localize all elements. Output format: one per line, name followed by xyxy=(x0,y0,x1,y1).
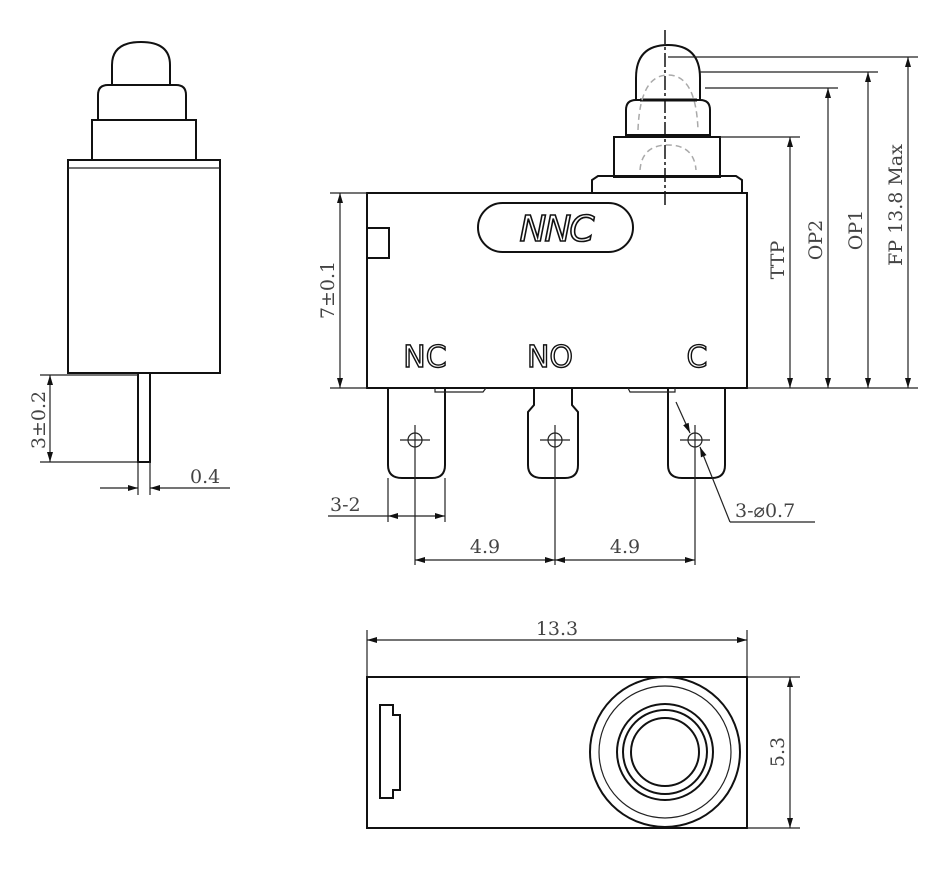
terminal-label-c: C xyxy=(687,340,708,375)
fp-dim: FP 13.8 Max xyxy=(885,144,907,266)
top-view: 13.3 5.3 xyxy=(366,618,800,829)
pin-thickness-dim: 0.4 xyxy=(190,466,220,488)
length-dim: 13.3 xyxy=(536,618,578,640)
side-view: 3±0.2 0.4 xyxy=(28,40,230,495)
op2-dim: OP2 xyxy=(805,220,827,260)
terminal-width-dim: 3-2 xyxy=(330,494,361,516)
body-height-dim: 7±0.1 xyxy=(317,261,339,319)
op1-dim: OP1 xyxy=(845,210,867,250)
pitch-dim-1: 4.9 xyxy=(470,536,500,558)
ttp-dim: TTP xyxy=(767,241,789,280)
terminal-label-nc: NC xyxy=(403,340,446,375)
pitch-dim-2: 4.9 xyxy=(610,536,640,558)
pin-length-dim: 3±0.2 xyxy=(28,391,50,449)
front-view: NNC NC NO C 7±0.1 3-2 4.9 4.9 xyxy=(317,30,918,565)
width-dim: 5.3 xyxy=(767,737,789,767)
hole-dia-dim: 3-⌀0.7 xyxy=(735,500,795,522)
brand-logo: NNC xyxy=(520,209,596,250)
terminal-label-no: NO xyxy=(527,340,573,375)
